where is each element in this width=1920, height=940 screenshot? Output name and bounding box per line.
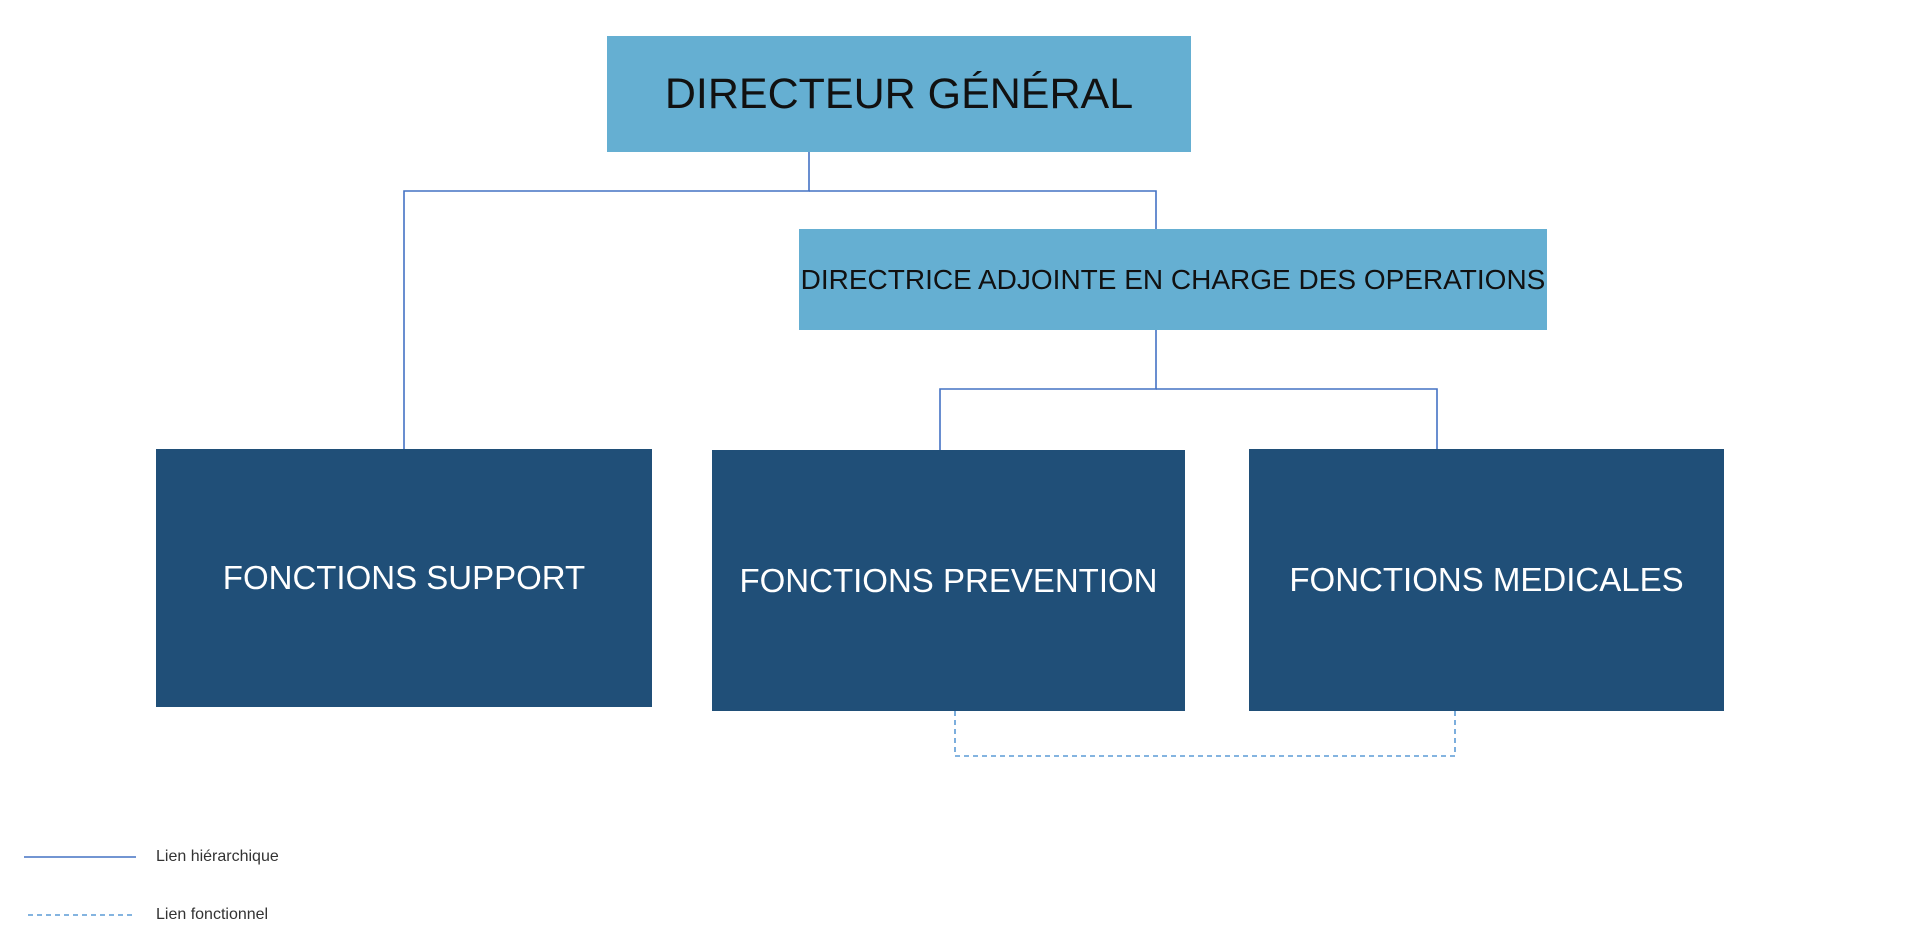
link-prevention-to-medicales: [954, 711, 1456, 757]
node-fonctions-prevention: FONCTIONS PREVENTION: [712, 450, 1185, 711]
link-adjointe-to-medicales: [1156, 388, 1438, 449]
legend-label-hierarchique: Lien hiérarchique: [156, 848, 279, 865]
link-dg-to-support: [403, 152, 810, 449]
node-directrice-adjointe: DIRECTRICE ADJOINTE EN CHARGE DES OPERAT…: [799, 229, 1547, 330]
node-fonctions-support: FONCTIONS SUPPORT: [156, 449, 652, 707]
node-fonctions-medicales: FONCTIONS MEDICALES: [1249, 449, 1724, 711]
legend-label-fonctionnel: Lien fonctionnel: [156, 906, 269, 923]
link-adjointe-to-prevention: [939, 330, 1157, 450]
link-dg-to-adjointe: [809, 190, 1157, 229]
node-directeur-general: DIRECTEUR GÉNÉRAL: [607, 36, 1191, 152]
